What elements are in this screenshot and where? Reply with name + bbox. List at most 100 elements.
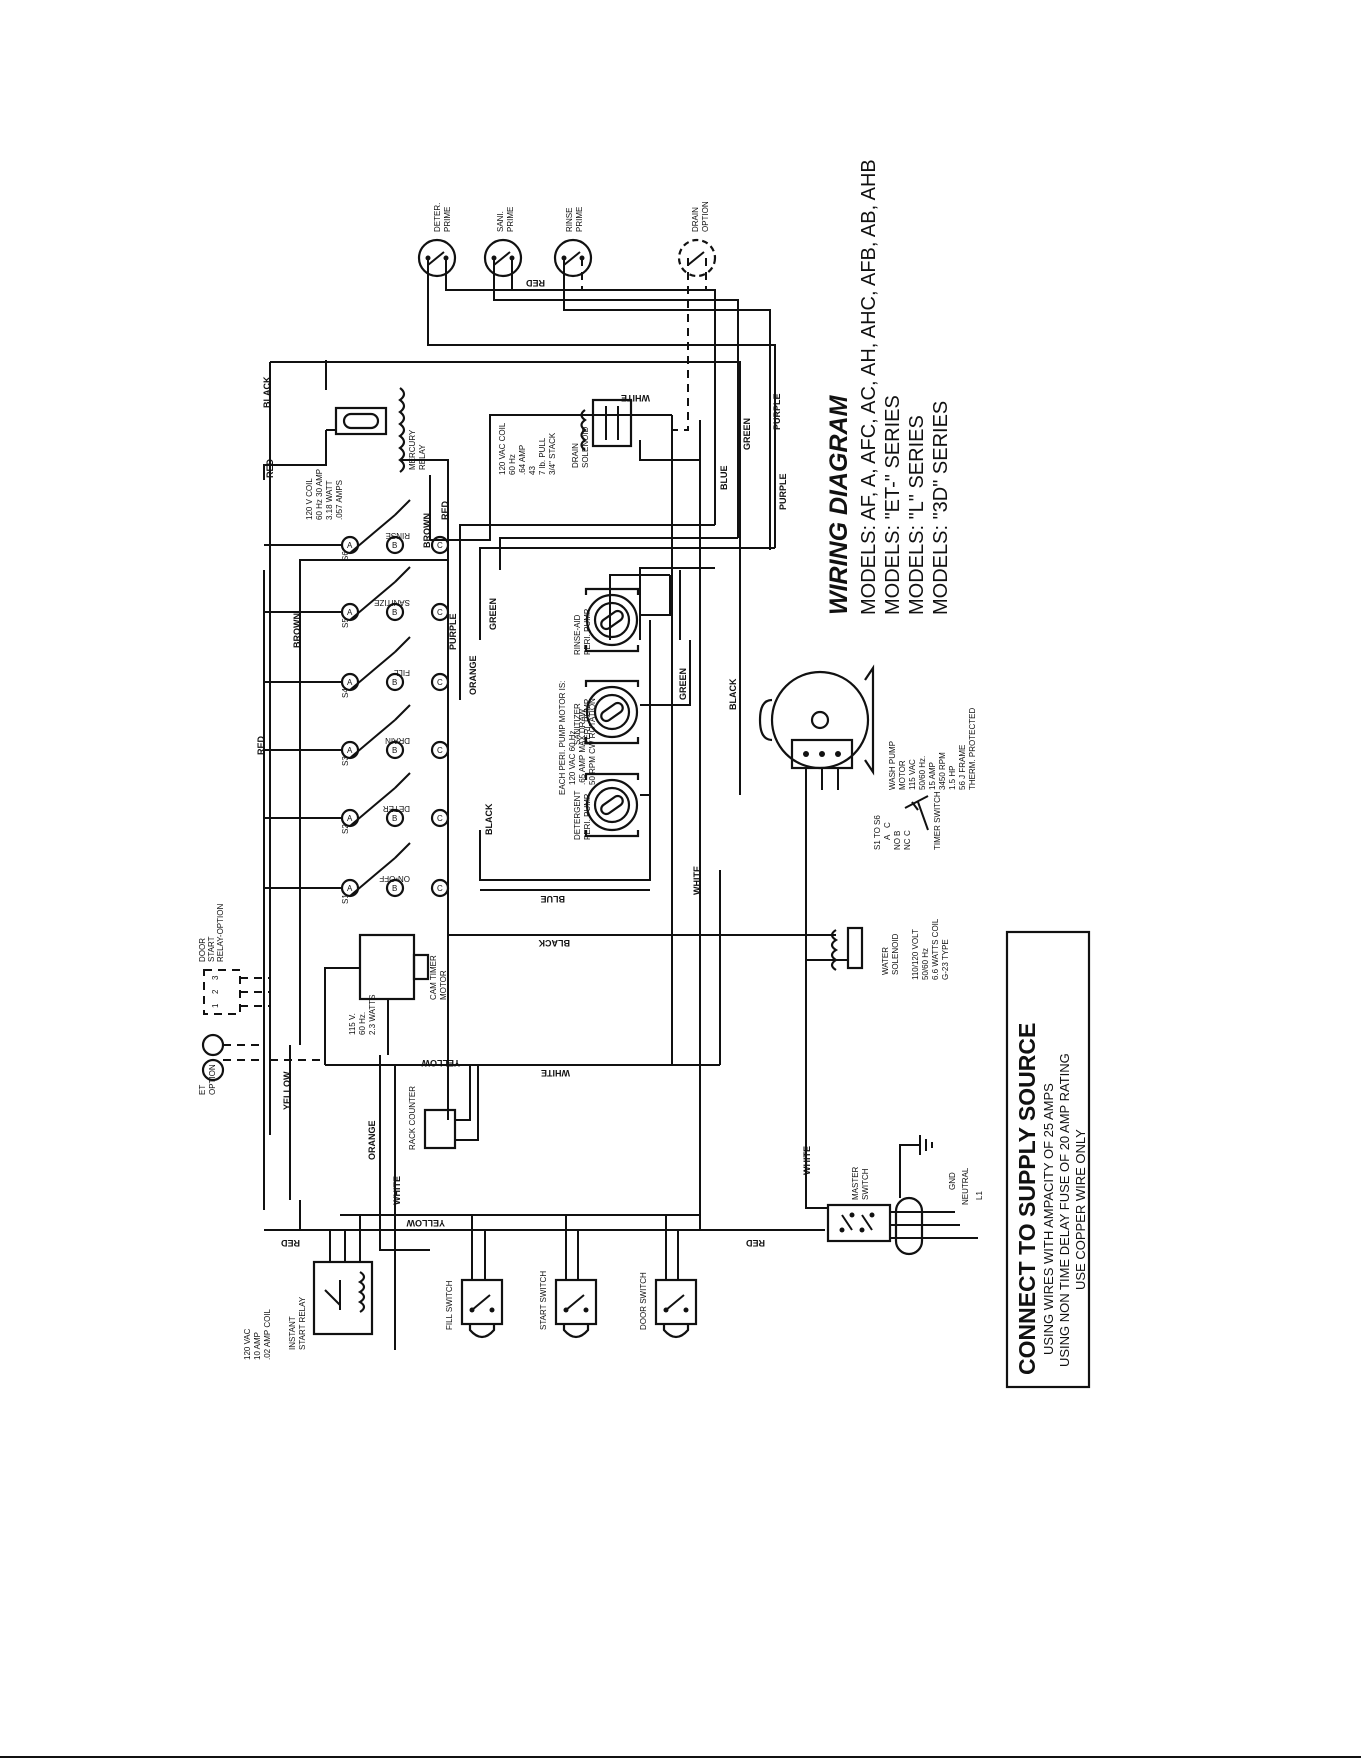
pump-note-4: 50 RPM CW ROTATION <box>588 698 597 785</box>
svg-text:RED: RED <box>440 500 450 520</box>
svg-text:B: B <box>893 831 902 836</box>
contact-b <box>385 602 405 622</box>
contact-c <box>430 808 450 828</box>
svg-text:A: A <box>883 834 892 840</box>
supply-line-1: USING WIRES WITH AMPACITY OF 25 AMPS <box>1041 1083 1056 1355</box>
svg-text:START SWITCH: START SWITCH <box>539 1271 548 1330</box>
svg-text:WHITE: WHITE <box>541 1068 570 1078</box>
contact-label: C <box>437 884 443 893</box>
contact-b <box>385 740 405 760</box>
drain-solenoid: DRAIN SOLENOID 120 VAC COIL 60 Hz .64 AM… <box>498 398 633 475</box>
svg-text:START: START <box>207 936 216 962</box>
svg-text:BLACK: BLACK <box>262 376 272 408</box>
svg-text:WATER: WATER <box>881 947 890 975</box>
contact-label: B <box>392 814 397 823</box>
svg-text:RED: RED <box>745 1238 765 1248</box>
neutral-label: NEUTRAL <box>961 1167 970 1205</box>
supply-line-2: USING NON TIME DELAY FUSE OF 20 AMP RATI… <box>1057 1053 1072 1367</box>
svg-text:C: C <box>903 830 912 836</box>
svg-text:15 AMP: 15 AMP <box>928 762 937 790</box>
svg-text:WHITE: WHITE <box>802 1146 812 1175</box>
supply-source-box: CONNECT TO SUPPLY SOURCE USING WIRES WIT… <box>1005 930 1091 1389</box>
svg-text:PRIME: PRIME <box>506 207 515 232</box>
svg-text:1: 1 <box>211 1003 220 1008</box>
svg-text:DOOR SWITCH: DOOR SWITCH <box>639 1272 648 1330</box>
svg-text:RED: RED <box>525 278 545 288</box>
svg-text:RED: RED <box>265 458 275 478</box>
wash-pump-motor: WASH PUMP MOTOR 115 VAC 50/60 Hz. 15 AMP… <box>758 664 977 1200</box>
svg-text:PURPLE: PURPLE <box>448 613 458 650</box>
title-block: WIRING DIAGRAM MODELS: AF, A, AFC, AC, A… <box>825 159 952 615</box>
svg-text:G-23 TYPE: G-23 TYPE <box>941 939 950 980</box>
cam-name: DETER <box>383 804 410 813</box>
svg-text:NC: NC <box>903 838 912 850</box>
svg-text:ORANGE: ORANGE <box>468 655 478 695</box>
svg-text:THERM. PROTECTED: THERM. PROTECTED <box>968 708 977 790</box>
mercury-relay: MERCURY RELAY 120 V COIL 60 Hz 30 AMP 3.… <box>305 387 427 520</box>
contact-label: B <box>392 608 397 617</box>
svg-text:RINSE: RINSE <box>565 208 574 232</box>
top-wiring <box>263 258 776 1210</box>
contact-b <box>385 535 405 555</box>
cam-name: DRAIN <box>385 736 410 745</box>
svg-text:WASH PUMP: WASH PUMP <box>888 741 897 790</box>
svg-text:3.18 WATT: 3.18 WATT <box>325 480 334 520</box>
cam-name: FILL <box>393 668 410 677</box>
contact-b <box>385 672 405 692</box>
svg-text:MASTER: MASTER <box>851 1166 860 1200</box>
switch-id: S5 <box>341 618 350 628</box>
et-option: ET OPTION <box>198 1033 264 1095</box>
models-line-1: MODELS: AF, A, AFC, AC, AH, AHC, AFB, AB… <box>858 159 880 615</box>
timer-switch-legend: S1 TO S6 A C NO B NC C TIMER SWITCH <box>873 791 942 850</box>
svg-text:NO: NO <box>893 838 902 850</box>
contact-label: C <box>437 608 443 617</box>
contact-label: A <box>347 814 353 823</box>
svg-text:56 J FRAME: 56 J FRAME <box>958 745 967 790</box>
contact-label: A <box>347 678 353 687</box>
svg-text:PURPLE: PURPLE <box>772 393 782 430</box>
svg-text:OPTION: OPTION <box>208 1064 217 1095</box>
svg-text:RACK COUNTER: RACK COUNTER <box>408 1086 417 1150</box>
switch-id: S1 <box>341 894 350 904</box>
contact-c <box>430 672 450 692</box>
svg-text:3450 RPM: 3450 RPM <box>938 752 947 790</box>
svg-text:DOOR: DOOR <box>198 938 207 962</box>
door-start-relay-option: 1 2 3 DOOR START RELAY-OPTION <box>198 904 270 1015</box>
svg-text:120 VAC COIL: 120 VAC COIL <box>498 422 507 475</box>
contact-label: B <box>392 746 397 755</box>
sani-prime: SANI. PRIME <box>483 207 523 278</box>
svg-text:50/60 Hz.: 50/60 Hz. <box>918 756 927 790</box>
svg-text:GREEN: GREEN <box>678 668 688 700</box>
cam-name: RINSE <box>386 531 410 540</box>
svg-text:WHITE: WHITE <box>621 393 650 403</box>
contact-label: C <box>437 814 443 823</box>
svg-text:MERCURY: MERCURY <box>408 429 417 470</box>
svg-text:SOLENOID: SOLENOID <box>891 933 900 975</box>
contact-b <box>385 808 405 828</box>
switch-id: S4 <box>341 688 350 698</box>
contact-label: B <box>392 678 397 687</box>
svg-text:OPTION: OPTION <box>701 201 710 232</box>
svg-text:7 lb. PULL: 7 lb. PULL <box>538 437 547 475</box>
svg-text:INSTANT: INSTANT <box>288 1316 297 1350</box>
svg-text:50/60 Hz: 50/60 Hz <box>921 948 930 980</box>
supply-line-3: USE COPPER WIRE ONLY <box>1073 1129 1088 1290</box>
svg-text:CAM TIMER: CAM TIMER <box>429 955 438 1000</box>
drain-option: DRAIN OPTION <box>677 201 717 278</box>
rack-counter: RACK COUNTER <box>408 1065 479 1150</box>
svg-text:SANITIZER: SANITIZER <box>573 703 582 745</box>
svg-text:115 V.: 115 V. <box>348 1013 357 1035</box>
svg-text:DETER.: DETER. <box>433 203 442 232</box>
supply-heading: CONNECT TO SUPPLY SOURCE <box>1014 1023 1040 1375</box>
rinse-prime: RINSE PRIME <box>553 207 593 278</box>
switch-id: S3 <box>341 756 350 766</box>
svg-text:BLUE: BLUE <box>719 466 729 491</box>
svg-text:RED: RED <box>280 1238 300 1248</box>
svg-text:PRIME: PRIME <box>575 207 584 232</box>
deter-prime: DETER. PRIME <box>417 203 457 278</box>
contact-label: A <box>347 608 353 617</box>
